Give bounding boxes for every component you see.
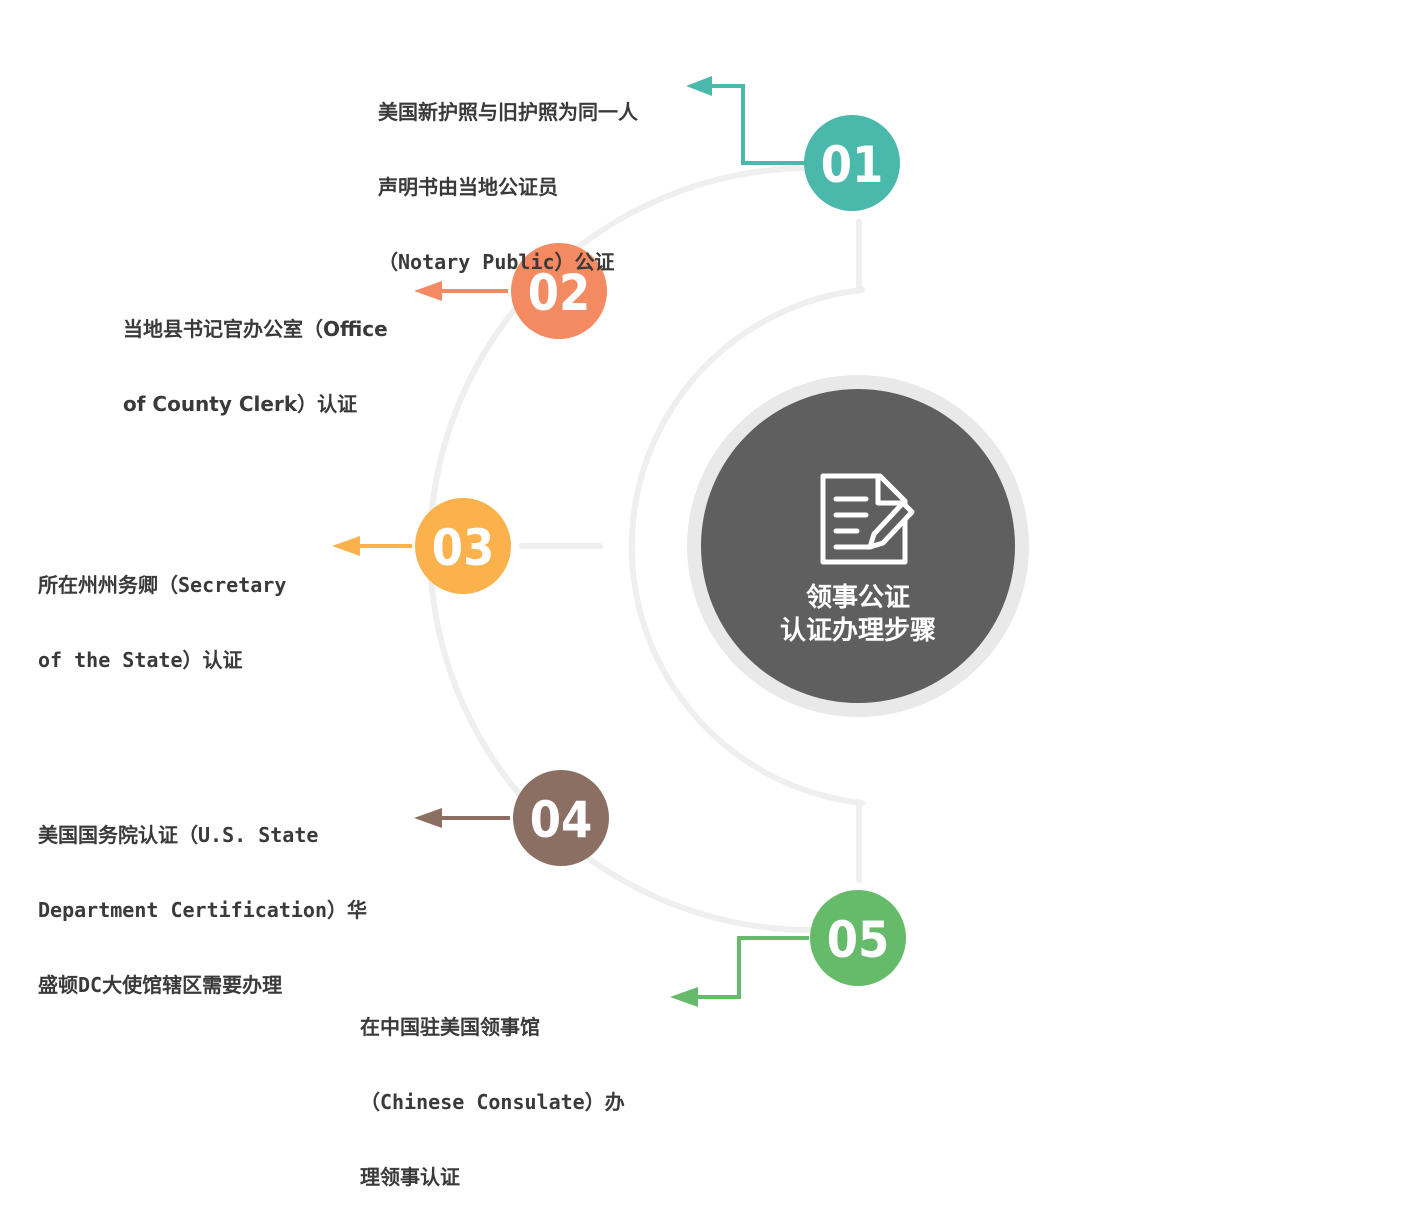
step-04-line-1: 美国国务院认证（U.S. State: [38, 823, 319, 847]
step-04-number: 04: [530, 791, 593, 849]
document-edit-icon: [820, 473, 915, 565]
step-04-line-2: Department Certification）华: [38, 898, 367, 922]
step-01: 01: [804, 115, 900, 211]
step-05-line-3: 理领事认证: [360, 1165, 460, 1189]
step-02-line-2: of County Clerk）认证: [123, 392, 358, 416]
steps-diagram: 01 02 03 04 05 领事公证 认证办理步骤: [332, 76, 1029, 1007]
step-04-circle: [513, 770, 609, 866]
center-title-line2: 认证办理步骤: [780, 615, 936, 646]
step-05-line-1: 在中国驻美国领事馆: [360, 1015, 540, 1039]
step-01-circle: [804, 115, 900, 211]
step-01-line-1: 美国新护照与旧护照为同一人: [378, 100, 638, 124]
step-03-number: 03: [432, 519, 495, 577]
step-05: 05: [810, 890, 906, 986]
step-03-description: 所在州州务卿（Secretary of the State）认证: [38, 523, 286, 698]
step-02: 02: [511, 243, 607, 339]
step-05-arrow-icon: [670, 987, 698, 1007]
step-02-arrow-icon: [414, 281, 442, 301]
step-02-line-1: 当地县书记官办公室（Office: [123, 317, 388, 341]
step-01-arrow-icon: [686, 76, 712, 96]
center-title-line1: 领事公证: [806, 582, 910, 613]
step-05-number: 05: [827, 911, 890, 969]
inner-arc: [628, 287, 865, 806]
step-01-description: 美国新护照与旧护照为同一人 声明书由当地公证员 （Notary Public）公…: [378, 50, 638, 300]
step-03-line-2: of the State）认证: [38, 648, 243, 672]
step-02-circle: [511, 243, 607, 339]
step-04: 04: [513, 770, 609, 866]
step-01-line-2: 声明书由当地公证员: [378, 175, 558, 199]
step-05-connector: [684, 936, 809, 999]
step-03: 03: [415, 498, 511, 594]
step-04-arrow-icon: [414, 808, 442, 828]
center-hub: 领事公证 认证办理步骤: [687, 375, 1029, 717]
step-04-line-3: 盛顿DC大使馆辖区需要办理: [38, 973, 283, 997]
step-02-number: 02: [528, 264, 591, 322]
step-01-line-3: （Notary Public）公证: [378, 250, 615, 274]
step-03-line-1: 所在州州务卿（Secretary: [38, 573, 287, 597]
step-01-connector: [700, 84, 805, 165]
connector-arrows: [332, 76, 809, 1007]
step-05-circle: [810, 890, 906, 986]
step-05-line-2: （Chinese Consulate）办: [360, 1090, 625, 1114]
step-03-arrow-icon: [332, 536, 360, 556]
step-03-circle: [415, 498, 511, 594]
step-04-description: 美国国务院认证（U.S. State Department Certificat…: [38, 773, 367, 1023]
step-01-number: 01: [821, 136, 884, 194]
step-05-description: 在中国驻美国领事馆 （Chinese Consulate）办 理领事认证: [360, 965, 625, 1215]
step-02-description: 当地县书记官办公室（Office of County Clerk）认证: [123, 267, 388, 442]
